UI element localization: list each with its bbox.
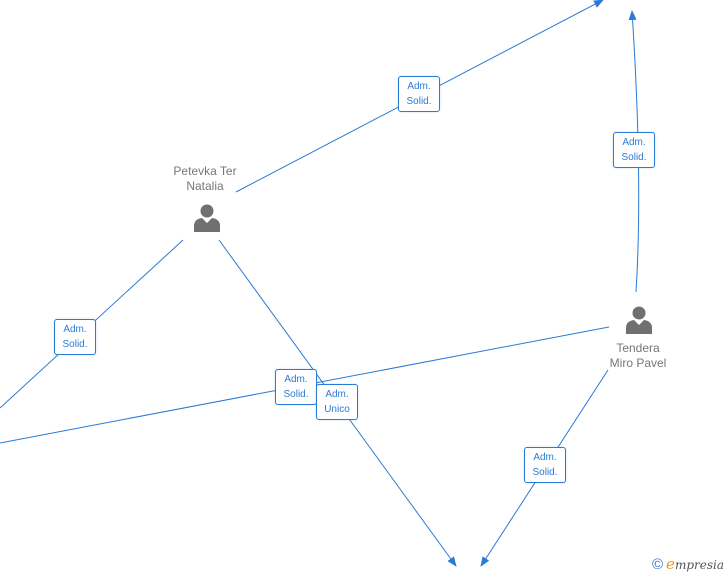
relation-label[interactable]: Adm. Solid. — [613, 132, 655, 168]
person-name-tendera[interactable]: Tendera Miro Pavel — [583, 341, 693, 371]
relation-subtype: Unico — [324, 404, 350, 415]
relation-type: Adm. — [325, 389, 349, 400]
relation-subtype: Solid. — [283, 389, 309, 400]
relation-subtype: Solid. — [62, 339, 88, 350]
copyright-icon: © — [651, 555, 664, 573]
person-icon[interactable] — [624, 304, 654, 334]
relation-label[interactable]: Adm. Solid. — [524, 447, 566, 483]
relation-label[interactable]: Adm. Solid. — [398, 76, 440, 112]
relation-type: Adm. — [284, 374, 308, 385]
person-name-line2: Miro Pavel — [609, 356, 667, 370]
brand-rest: mpresia — [674, 558, 724, 572]
relation-type: Adm. — [533, 452, 557, 463]
relation-subtype: Solid. — [406, 96, 432, 107]
relation-label[interactable]: Adm. Unico — [316, 384, 358, 420]
relation-label[interactable]: Adm. Solid. — [275, 369, 317, 405]
brand-initial: e — [666, 555, 675, 573]
brand-logo: empresia — [666, 555, 724, 573]
person-name-line2: Natalia — [186, 179, 224, 193]
relation-type: Adm. — [63, 324, 87, 335]
person-name-line1: Petevka Ter — [173, 164, 237, 178]
relation-type: Adm. — [407, 81, 431, 92]
person-icon[interactable] — [192, 202, 222, 232]
relation-type: Adm. — [622, 137, 646, 148]
empresia-watermark: © empresia — [652, 555, 724, 573]
relation-subtype: Solid. — [532, 467, 558, 478]
person-name-line1: Tendera — [616, 341, 660, 355]
relation-subtype: Solid. — [621, 152, 647, 163]
relation-label[interactable]: Adm. Solid. — [54, 319, 96, 355]
person-name-petevka[interactable]: Petevka Ter Natalia — [150, 164, 260, 194]
